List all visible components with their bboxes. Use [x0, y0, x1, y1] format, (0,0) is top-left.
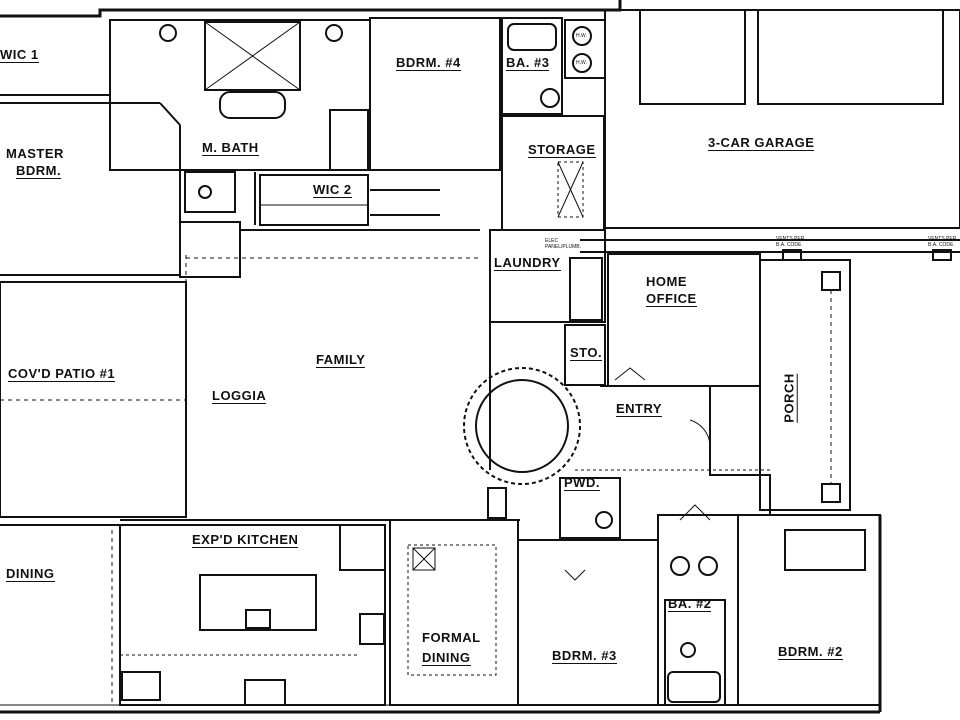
master-suite-walls — [0, 19, 480, 278]
note-vents2-line2: B.A. CODE — [928, 242, 954, 248]
room-label-formal-line1: FORMAL — [422, 630, 481, 645]
exterior-walls — [0, 0, 882, 714]
room-label-family: FAMILY — [316, 352, 366, 368]
room-label-ba2: BA. #2 — [668, 596, 712, 612]
room-label-bdrm3: BDRM. #3 — [552, 648, 617, 664]
room-label-wic1: WIC 1 — [0, 47, 39, 63]
room-label-master-line1: MASTER — [6, 146, 64, 161]
note-vents1-line2: B.A. CODE — [776, 242, 802, 248]
powder-room — [487, 477, 621, 539]
bedroom4-walls — [369, 17, 606, 216]
room-label-wic2: WIC 2 — [313, 182, 352, 198]
room-label-bdrm4: BDRM. #4 — [396, 55, 461, 71]
room-label-home-office-line1: HOME — [646, 274, 687, 289]
room-label-bdrm2: BDRM. #2 — [778, 644, 843, 660]
note-elec-line2: PANEL/PLUMB. — [545, 244, 582, 250]
room-label-expd-kitchen: EXP'D KITCHEN — [192, 532, 299, 548]
room-label-loggia: LOGGIA — [212, 388, 267, 404]
room-label-porch: PORCH — [781, 373, 798, 423]
note-vents2-line1: VENTS PER — [928, 236, 957, 242]
room-label-dining: DINING — [6, 566, 55, 582]
note-water-heater-1: H.W. — [576, 33, 587, 39]
room-label-ba3: BA. #3 — [506, 55, 550, 71]
room-label-laundry: LAUNDRY — [494, 255, 561, 271]
room-label-home-office-line2: OFFICE — [646, 291, 697, 307]
room-label-pwd: PWD. — [564, 475, 600, 491]
room-label-garage: 3-CAR GARAGE — [708, 135, 815, 151]
bedrooms-south — [517, 504, 881, 706]
entry-rotunda — [463, 367, 771, 515]
room-label-sto: STO. — [570, 345, 603, 361]
room-label-formal-line2: DINING — [422, 650, 471, 666]
room-label-entry: ENTRY — [616, 401, 663, 417]
room-label-master-line2: BDRM. — [16, 163, 62, 179]
dining — [0, 524, 120, 705]
room-label-storage: STORAGE — [528, 142, 596, 158]
note-elec-line1: ELEC — [545, 238, 559, 244]
room-label-covd-patio: COV'D PATIO #1 — [8, 366, 116, 382]
porch — [759, 259, 851, 511]
note-water-heater-2: H.W. — [576, 60, 587, 66]
kitchen — [119, 524, 386, 706]
note-vents1-line1: VENTS PER — [776, 236, 805, 242]
formal-dining — [389, 519, 519, 706]
room-label-mbath: M. BATH — [202, 140, 259, 156]
